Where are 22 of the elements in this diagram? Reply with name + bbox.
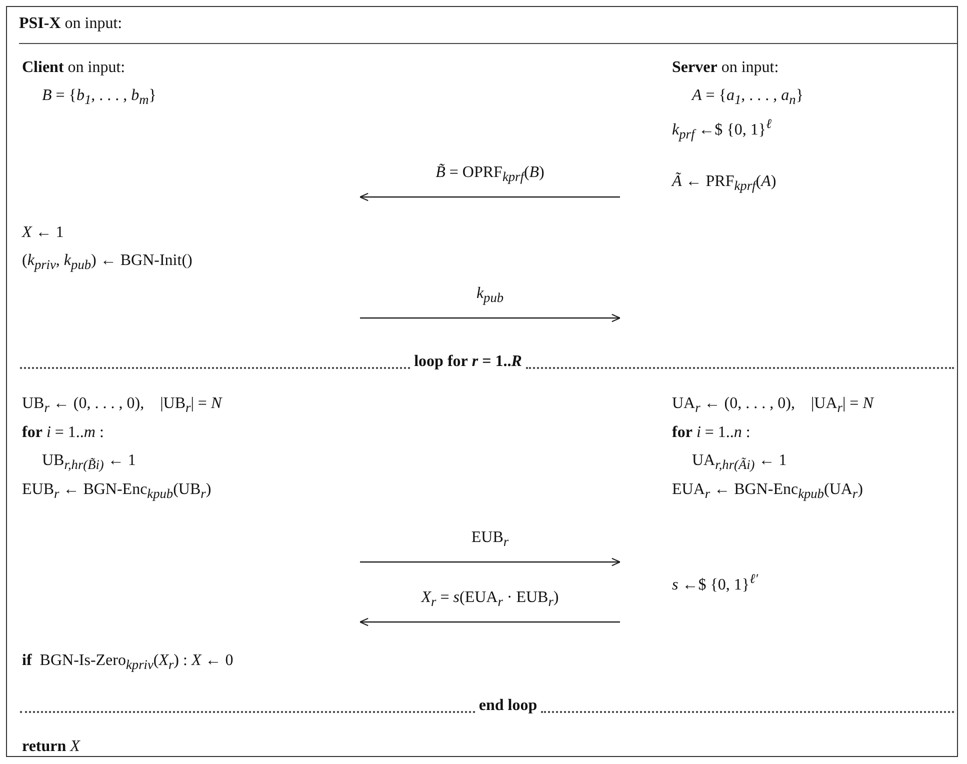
formula: Client on input: (22, 58, 126, 78)
formula: B = {b$_{1}$, . . . , b$_{m}$} (42, 86, 156, 110)
formula: UA$_{r,hr(Ãi)}$ ← 1 (692, 451, 787, 474)
formula: s ←$ {0, 1}$^{ℓ′}$ (672, 570, 758, 596)
formula: Ã ← PRF$_{kprf}$(A) (672, 172, 776, 196)
formula: for i = 1..m : (22, 423, 104, 443)
loop-marker: end loop (478, 696, 538, 716)
loop-marker: loop for r = 1..R (414, 352, 522, 372)
formula: Server on input: (672, 58, 779, 78)
formula: return X (22, 737, 80, 757)
formula: if BGN-Is-Zero$_{kpriv}$(X$_{r}$) : X ← 0 (22, 651, 234, 674)
formula: for i = 1..n : (672, 423, 750, 443)
formula: (k$_{priv}$, k$_{pub}$) ← BGN-Init() (22, 251, 192, 274)
formula: A = {a$_{1}$, . . . , a$_{n}$} (692, 86, 804, 110)
formula: UB$_{r}$ ← (0, . . . , 0), |UB$_{r}$| = N (22, 394, 222, 418)
formula: EUA$_{r}$ ← BGN-Enc$_{kpub}$(UA$_{r}$) (672, 480, 863, 504)
protocol-title: PSI-X on input: (19, 15, 122, 33)
formula: UA$_{r}$ ← (0, . . . , 0), |UA$_{r}$| = N (672, 394, 874, 418)
formula: EUB$_{r}$ ← BGN-Enc$_{kpub}$(UB$_{r}$) (22, 480, 212, 504)
formula: k$_{prf}$ ←$ {0, 1}$^{ℓ}$ (672, 115, 772, 144)
formula: X ← 1 (22, 223, 64, 243)
formula: UB$_{r,hr(B̃i)}$ ← 1 (42, 451, 136, 474)
